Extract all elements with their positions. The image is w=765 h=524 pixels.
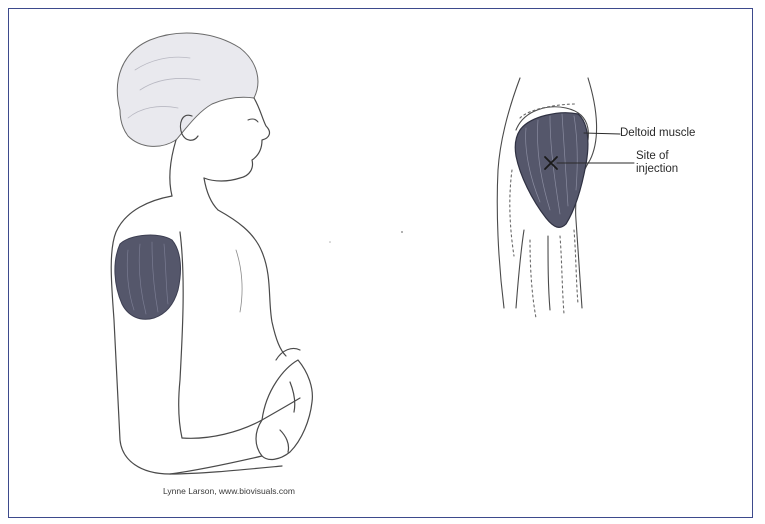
child-deltoid <box>115 235 181 319</box>
child-hand <box>256 360 312 459</box>
illustration-credit: Lynne Larson, www.biovisuals.com <box>163 486 295 496</box>
shoulder-closeup <box>497 78 634 318</box>
injection-site-label-line2: injection <box>636 163 678 176</box>
deltoid-leader-line <box>584 133 620 134</box>
child-face <box>204 98 269 181</box>
child-figure <box>111 33 312 474</box>
deltoid-muscle-label: Deltoid muscle <box>620 127 695 140</box>
child-hair <box>117 33 258 146</box>
injection-site-label-line1: Site of <box>636 150 669 163</box>
